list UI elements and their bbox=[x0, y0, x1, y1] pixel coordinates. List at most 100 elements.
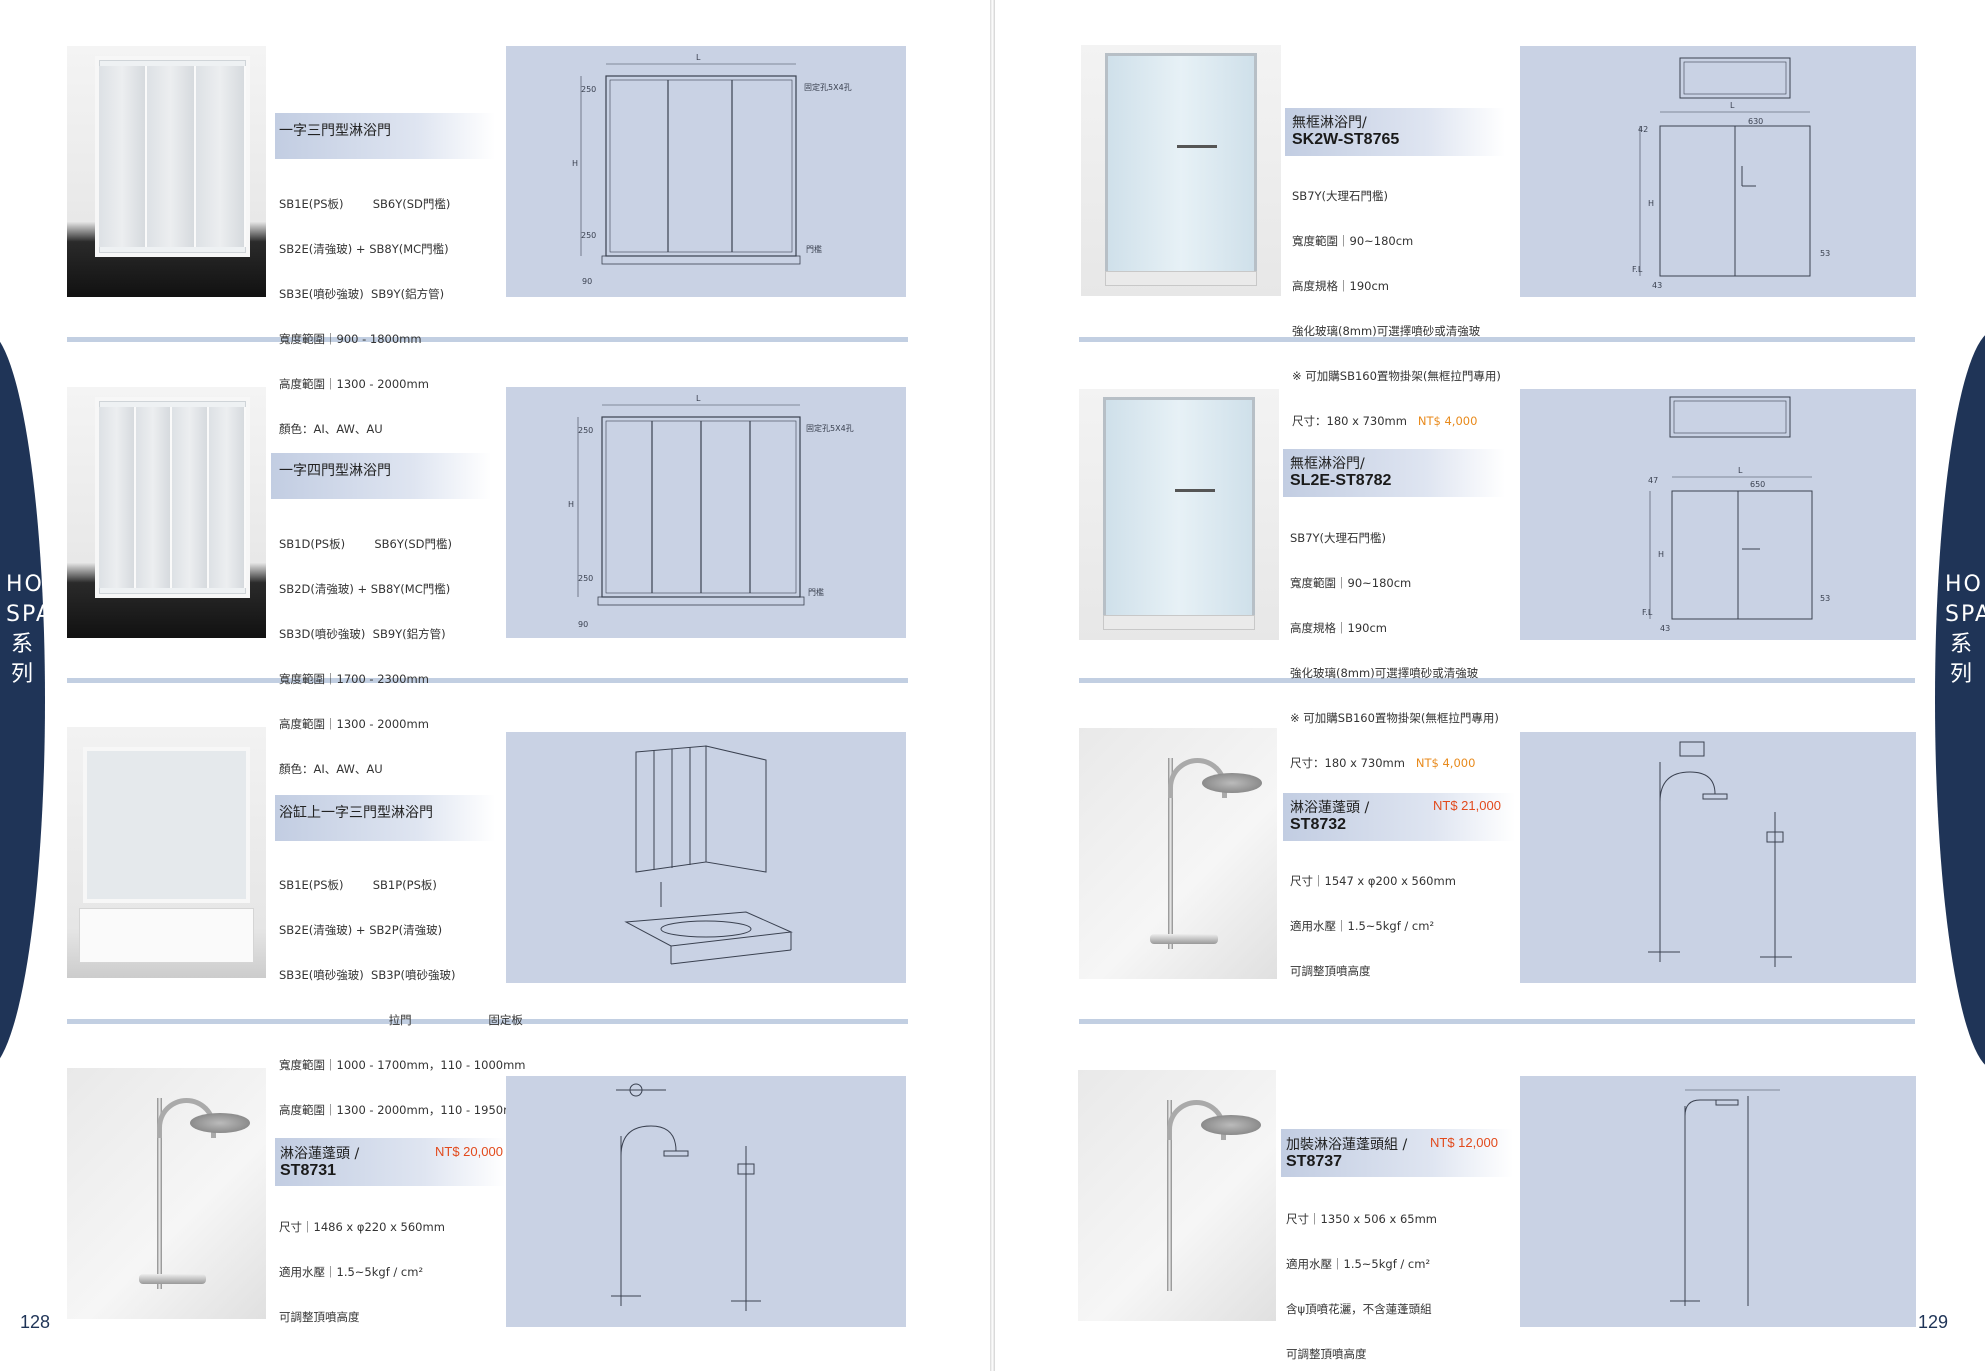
drawing-label: 固定孔5X4孔 bbox=[804, 82, 852, 92]
product-label-bar bbox=[275, 795, 495, 841]
drawing-label: 630 bbox=[1748, 117, 1763, 126]
spec-line: 尺寸｜1547 x φ200 x 560mm bbox=[1290, 874, 1456, 888]
page-spine bbox=[990, 0, 995, 1371]
drawing-label: H bbox=[1648, 199, 1654, 208]
spec-line: 適用水壓｜1.5~5kgf / cm² bbox=[279, 1265, 424, 1279]
spec-line: SB1E(PS板) SB1P(PS板) bbox=[279, 878, 437, 892]
drawing-label: 250 bbox=[581, 85, 596, 94]
spec-line: 高度規格｜190cm bbox=[1292, 279, 1389, 293]
product-label-bar bbox=[271, 453, 491, 499]
product-specs: SB1E(PS板) SB1P(PS板) SB2E(清強玻) + SB2P(清強玻… bbox=[279, 848, 525, 1133]
drawing-label: 53 bbox=[1820, 594, 1830, 603]
product-price: NT$ 4,000 bbox=[1415, 756, 1476, 770]
side-tab-text-left: HOME SPA系列 bbox=[6, 572, 79, 687]
technical-drawing bbox=[506, 1076, 906, 1327]
spec-line: SB2E(清強玻) + SB8Y(MC門檻) bbox=[279, 242, 449, 256]
drawing-label: H bbox=[1658, 550, 1664, 559]
spec-line: 適用水壓｜1.5~5kgf / cm² bbox=[1286, 1257, 1431, 1271]
drawing-label: 250 bbox=[581, 231, 596, 240]
product-specs: SB7Y(大理石門檻) 寬度範圍｜90~180cm 高度規格｜190cm 強化玻… bbox=[1292, 159, 1501, 444]
technical-drawing bbox=[1520, 1076, 1916, 1327]
technical-drawing: L 250 H 250 90 固定孔5X4孔 門檻 bbox=[506, 46, 906, 297]
drawing-label: F.L bbox=[1632, 265, 1643, 274]
bathtub-door-isometric-drawing bbox=[624, 745, 793, 965]
size-label: 尺寸：180 x 730mm bbox=[1290, 756, 1405, 770]
frameless-door-drawing: 42 L 630 H 53 F.L 43 bbox=[1632, 57, 1830, 290]
technical-drawing bbox=[506, 732, 906, 983]
spec-line: 寬度範圍｜1000 - 1700mm，110 - 1000mm bbox=[279, 1058, 526, 1072]
product-model: ST8731 bbox=[280, 1162, 337, 1179]
product-model: ST8732 bbox=[1290, 816, 1347, 833]
drawing-label: L bbox=[696, 53, 701, 62]
spec-line: 尺寸｜1486 x φ220 x 560mm bbox=[279, 1220, 445, 1234]
drawing-label: L bbox=[696, 394, 701, 403]
product-specs: SB7Y(大理石門檻) 寬度範圍｜90~180cm 高度規格｜190cm 強化玻… bbox=[1290, 501, 1499, 786]
product-price: NT$ 20,000 bbox=[435, 1144, 503, 1159]
product-price: NT$ 12,000 bbox=[1430, 1135, 1498, 1150]
product-title: 無框淋浴門/ bbox=[1292, 115, 1367, 131]
product-price: NT$ 4,000 bbox=[1417, 414, 1478, 428]
spec-line: 拉門 固定板 bbox=[279, 1013, 523, 1027]
drawing-label: 固定孔5X4孔 bbox=[806, 423, 854, 433]
page-number-right: 129 bbox=[1918, 1312, 1949, 1332]
spec-line: SB3E(噴砂強玻) SB3P(噴砂強玻) bbox=[279, 968, 456, 982]
product-model: ST8737 bbox=[1286, 1153, 1343, 1170]
product-model: SK2W-ST8765 bbox=[1292, 131, 1400, 148]
shower-set-drawing bbox=[1648, 741, 1792, 967]
spec-line: SB1E(PS板) SB6Y(SD門檻) bbox=[279, 197, 451, 211]
product-title: 加裝淋浴蓮蓬頭組 / bbox=[1286, 1137, 1408, 1153]
product-specs: SB1D(PS板) SB6Y(SD門檻) SB2D(清強玻) + SB8Y(MC… bbox=[279, 507, 452, 792]
drawing-label: 90 bbox=[582, 277, 592, 286]
spec-line: 含ψ頂噴花灑，不含蓮蓬頭組 bbox=[1286, 1302, 1432, 1316]
drawing-label: 43 bbox=[1652, 281, 1662, 290]
spec-line: 寬度範圍｜90~180cm bbox=[1292, 234, 1414, 248]
divider bbox=[1079, 678, 1915, 683]
spec-line: SB3D(噴砂強玻) SB9Y(鋁方管) bbox=[279, 627, 446, 641]
divider bbox=[1079, 1019, 1915, 1024]
product-specs: 尺寸｜1350 x 506 x 65mm 適用水壓｜1.5~5kgf / cm²… bbox=[1286, 1182, 1437, 1371]
spec-line: 高度規格｜190cm bbox=[1290, 621, 1387, 635]
frameless-door-drawing: 47 L 650 H 53 F.L 43 bbox=[1642, 396, 1830, 633]
spec-line: 顏色：AI、AW、AU bbox=[279, 422, 383, 436]
divider bbox=[1079, 337, 1915, 342]
spec-line: 可調整頂噴高度 bbox=[279, 1310, 360, 1324]
product-photo-frameless-door bbox=[1081, 45, 1281, 296]
spec-line: SB2E(清強玻) + SB2P(清強玻) bbox=[279, 923, 443, 937]
product-label-bar bbox=[1285, 108, 1505, 156]
product-photo-shower-set bbox=[67, 1068, 266, 1319]
product-label-bar bbox=[275, 1138, 505, 1186]
spec-line: 顏色：AI、AW、AU bbox=[279, 762, 383, 776]
spec-line: 適用水壓｜1.5~5kgf / cm² bbox=[1290, 919, 1435, 933]
spec-line: 強化玻璃(8mm)可選擇噴砂或清強玻 bbox=[1290, 666, 1479, 680]
technical-drawing bbox=[1520, 732, 1916, 983]
drawing-label: F.L bbox=[1642, 608, 1653, 617]
product-photo-shower-set bbox=[1079, 728, 1277, 979]
spec-line: 尺寸｜1350 x 506 x 65mm bbox=[1286, 1212, 1437, 1226]
drawing-label: 250 bbox=[578, 574, 593, 583]
product-title: 一字四門型淋浴門 bbox=[279, 463, 391, 479]
product-photo-add-on-shower-set bbox=[1078, 1070, 1276, 1321]
drawing-label: H bbox=[568, 500, 574, 509]
spec-line: 寬度範圍｜90~180cm bbox=[1290, 576, 1412, 590]
product-label-bar bbox=[275, 113, 495, 159]
spec-line: SB7Y(大理石門檻) bbox=[1292, 189, 1389, 203]
product-model: SL2E-ST8782 bbox=[1290, 472, 1392, 489]
drawing-label: 47 bbox=[1648, 476, 1658, 485]
door-elevation-drawing: L 250 H 250 90 固定孔5X4孔 門檻 bbox=[568, 394, 854, 629]
spec-line: SB7Y(大理石門檻) bbox=[1290, 531, 1387, 545]
spec-line-size: 尺寸：180 x 730mm NT$ 4,000 bbox=[1292, 414, 1501, 429]
divider bbox=[67, 337, 908, 342]
door-elevation-drawing: L 250 H 250 90 固定孔5X4孔 門檻 bbox=[572, 53, 852, 286]
product-label-bar bbox=[1281, 1129, 1513, 1177]
divider bbox=[67, 1019, 908, 1024]
spec-line: ※ 可加購SB160置物掛架(無框拉門專用) bbox=[1290, 711, 1499, 725]
drawing-label: 門檻 bbox=[806, 244, 822, 254]
spec-line: 高度範圍｜1300 - 2000mm bbox=[279, 717, 429, 731]
product-title: 浴缸上一字三門型淋浴門 bbox=[279, 805, 433, 821]
product-photo-three-panel-door bbox=[67, 46, 266, 297]
spec-line: 可調整頂噴高度 bbox=[1286, 1347, 1367, 1361]
product-photo-bathtub-door bbox=[67, 727, 266, 978]
drawing-label: 650 bbox=[1750, 480, 1765, 489]
spec-line: SB2D(清強玻) + SB8Y(MC門檻) bbox=[279, 582, 451, 596]
drawing-label: 90 bbox=[578, 620, 588, 629]
